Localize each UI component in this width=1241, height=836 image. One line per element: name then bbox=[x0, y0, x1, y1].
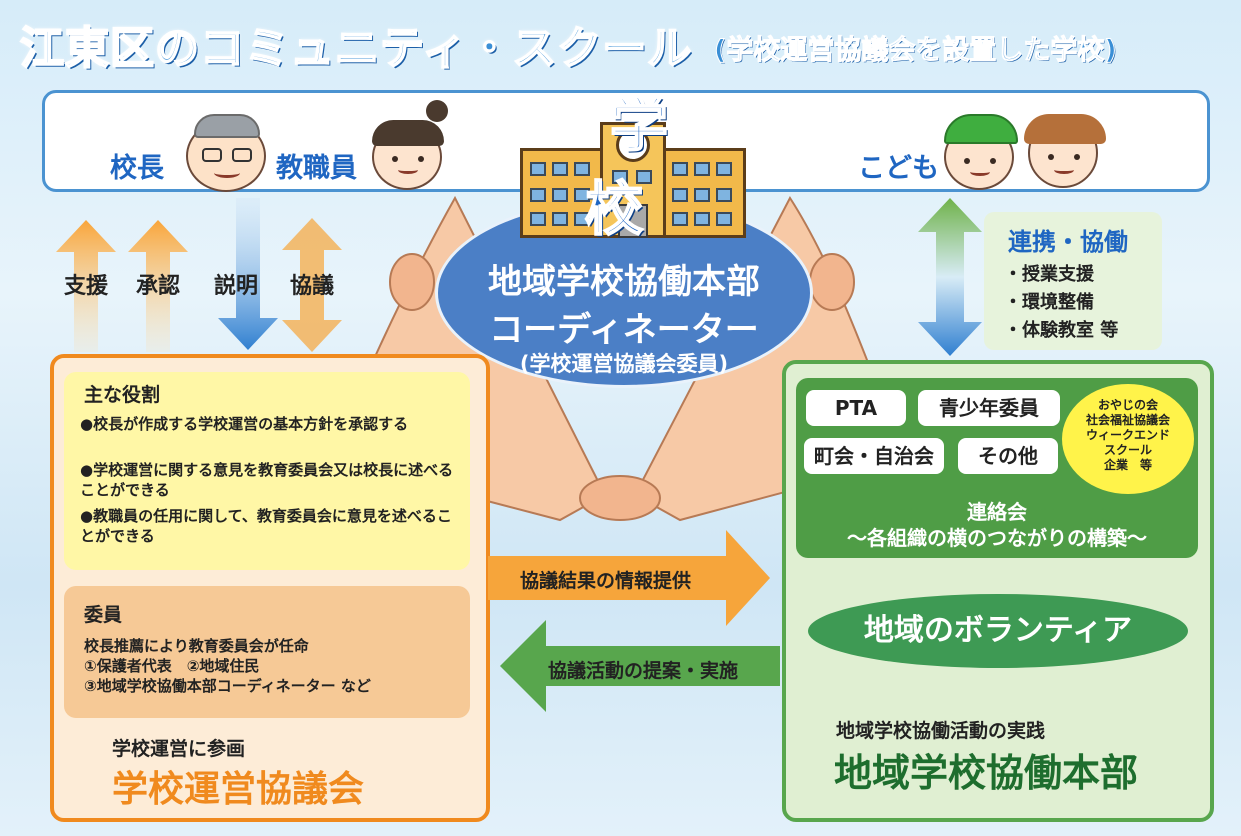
liaison-subtitle: 〜各組織の横のつながりの構築〜 bbox=[847, 526, 1147, 550]
org-pta: PTA bbox=[806, 390, 906, 426]
arrow-up-approval-icon bbox=[128, 220, 188, 352]
cooperation-item: ・授業支援 bbox=[1004, 264, 1094, 285]
page-subtitle: (学校運営協議会を設置した学校) bbox=[714, 35, 1118, 67]
principal-label: 校長 bbox=[110, 153, 164, 184]
org-neighborhood-assoc: 町会・自治会 bbox=[804, 438, 944, 474]
other-org-item: おやじの会 bbox=[1097, 398, 1158, 412]
proposal-arrow-label: 協議活動の提案・実施 bbox=[548, 660, 739, 682]
members-heading: 委員 bbox=[84, 604, 123, 626]
liaison-title: 連絡会 bbox=[967, 500, 1027, 524]
roles-heading: 主な役割 bbox=[84, 384, 161, 406]
org-other: その他 bbox=[958, 438, 1058, 474]
teacher-face-icon bbox=[372, 100, 448, 190]
arrow-label-support: 支援 bbox=[64, 274, 109, 299]
school-building-icon bbox=[520, 108, 746, 242]
arrow-label-consult: 協議 bbox=[290, 274, 335, 299]
coordinator-line2: コーディネーター bbox=[489, 310, 759, 350]
council-name: 学校運営協議会 bbox=[112, 769, 365, 810]
members-line: ③地域学校協働本部コーディネーター など bbox=[84, 677, 371, 695]
arrow-down-explain-icon bbox=[218, 198, 278, 350]
arrow-label-approval: 承認 bbox=[136, 274, 181, 299]
staff-label: 教職員 bbox=[276, 153, 357, 184]
other-org-item: 社会福祉協議会 bbox=[1085, 413, 1170, 427]
arrow-right-info-icon bbox=[488, 530, 770, 626]
role-item: ●学校運営に関する意見を教育委員会又は校長に述べることができる bbox=[80, 461, 454, 499]
arrow-updown-coop-icon bbox=[918, 198, 982, 356]
other-org-item: ウィークエンド bbox=[1085, 428, 1170, 442]
arrow-up-support-icon bbox=[56, 220, 116, 352]
fist-left-icon bbox=[389, 253, 435, 311]
handshake-icon bbox=[579, 475, 661, 521]
boy-face-icon bbox=[944, 114, 1018, 190]
cooperation-item: ・体験教室 等 bbox=[1004, 320, 1119, 341]
page-title: 江東区のコミュニティ・スクール bbox=[19, 22, 693, 75]
members-line: ①保護者代表 ②地域住民 bbox=[84, 657, 260, 675]
headquarters-name: 地域学校協働本部 bbox=[834, 751, 1139, 795]
school-heading: 学校 bbox=[584, 90, 718, 244]
role-item: ●教職員の任用に関して、教育委員会に意見を述べることができる bbox=[80, 507, 452, 545]
role-item: ●校長が作成する学校運営の基本方針を承認する bbox=[80, 415, 409, 433]
headquarters-caption: 地域学校協働活動の実践 bbox=[836, 720, 1046, 742]
other-org-item: スクール bbox=[1103, 443, 1152, 457]
girl-face-icon bbox=[1024, 114, 1106, 188]
arrow-updown-consult-icon bbox=[282, 218, 342, 352]
cooperation-box bbox=[984, 212, 1162, 350]
org-youth-committee: 青少年委員 bbox=[918, 390, 1060, 426]
children-label: こども bbox=[858, 153, 939, 184]
members-line: 校長推薦により教育委員会が任命 bbox=[84, 637, 309, 655]
cooperation-heading: 連携・協働 bbox=[1008, 228, 1128, 256]
arrow-left-proposal-icon bbox=[500, 620, 780, 712]
arrow-label-explain: 説明 bbox=[214, 274, 259, 299]
council-caption: 学校運営に参画 bbox=[112, 738, 246, 760]
volunteer-ellipse: 地域のボランティア bbox=[808, 594, 1188, 668]
other-org-item: 企業 等 bbox=[1103, 458, 1152, 472]
cooperation-item: ・環境整備 bbox=[1004, 292, 1094, 313]
roles-box bbox=[64, 372, 470, 570]
info-arrow-label: 協議結果の情報提供 bbox=[520, 570, 692, 592]
members-box bbox=[64, 586, 470, 718]
coordinator-line1: 地域学校協働本部 bbox=[488, 262, 760, 302]
principal-face-icon bbox=[186, 114, 266, 192]
coordinator-line3: (学校運営協議会委員) bbox=[519, 352, 729, 376]
other-orgs-circle: おやじの会 社会福祉協議会 ウィークエンド スクール 企業 等 bbox=[1062, 384, 1194, 494]
